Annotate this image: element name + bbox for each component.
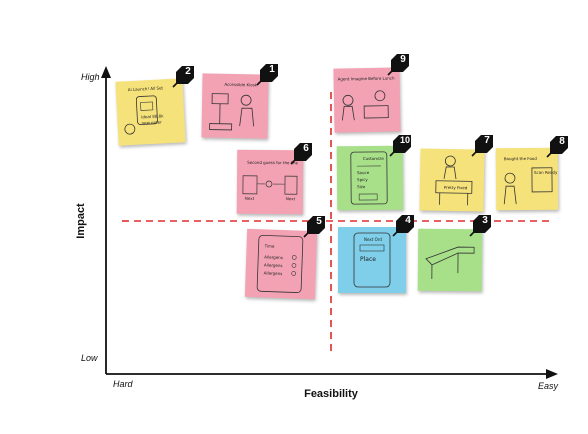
pin-marker-8: 8 [546, 134, 570, 158]
note-10-text-3: Size [357, 184, 366, 190]
sticky-note-5[interactable]: Time Allergens Allergens Allergens [244, 228, 318, 300]
pin-marker-6: 6 [290, 141, 314, 165]
pin-marker-4: 4 [392, 213, 416, 237]
pin-number-10: 10 [399, 135, 410, 145]
note-5-text-1: Allergens [264, 254, 283, 261]
y-axis-label: Impact [75, 203, 87, 239]
note-10-text-2: Spicy [356, 177, 368, 183]
x-easy-label: Easy [538, 381, 559, 391]
note-4-text-1: Place [360, 256, 376, 263]
pin-marker-10: 10 [389, 133, 413, 157]
sticky-note-6[interactable]: Second guess for the line Next Next [236, 149, 304, 215]
note-10-text-0: Customize [362, 155, 384, 162]
note-1-text-0: Accessible Kiosk [224, 81, 258, 88]
y-low-label: Low [81, 353, 98, 363]
note-9-text-0: Agent Imagine Before Lunch [337, 75, 395, 82]
pin-number-5: 5 [316, 216, 322, 227]
note-5-text-2: Allergens [263, 262, 283, 269]
sticky-note-9[interactable]: Agent Imagine Before Lunch [333, 67, 401, 133]
sticky-note-1[interactable]: Accessible Kiosk [201, 73, 269, 139]
pin-marker-5: 5 [303, 214, 327, 238]
sticky-note-7[interactable]: Pretty Fixed [419, 148, 485, 212]
note-5-text-0: Time [264, 243, 275, 249]
note-8-text-0: Bought the Food [503, 155, 537, 162]
pin-number-7: 7 [484, 135, 490, 146]
pin-number-9: 9 [400, 54, 406, 65]
note-6-text-2: Next [285, 196, 296, 202]
pin-number-4: 4 [405, 215, 411, 226]
note-4-text-0: Next Ord [364, 237, 382, 242]
note-10-text-1: Sauce [356, 170, 370, 176]
note-2-text-2: new order [141, 119, 162, 126]
note-8-text-1: Scan Ready [533, 169, 558, 175]
y-high-label: High [81, 72, 100, 82]
note-6-text-1: Next [244, 195, 255, 201]
sticky-note-3[interactable] [417, 228, 483, 292]
pin-number-1: 1 [269, 64, 275, 75]
sticky-note-10[interactable]: Customize Sauce Spicy Size [336, 145, 404, 211]
pin-number-2: 2 [185, 66, 191, 77]
x-axis-arrow [546, 369, 558, 379]
pin-number-8: 8 [559, 136, 565, 147]
pin-number-3: 3 [482, 215, 488, 226]
pin-number-6: 6 [303, 143, 309, 154]
pin-marker-3: 3 [469, 213, 493, 237]
note-7-text-0: Pretty Fixed [443, 184, 468, 191]
y-axis-arrow [101, 66, 111, 78]
sticky-note-8[interactable]: Bought the Food Scan Ready [495, 147, 559, 211]
pin-marker-1: 1 [256, 62, 280, 86]
pin-marker-2: 2 [172, 64, 196, 88]
note-5-text-3: Allergens [263, 270, 283, 277]
pin-marker-7: 7 [471, 133, 495, 157]
x-axis-label: Feasibility [304, 388, 359, 400]
sticky-note-2[interactable]: Ai Launch! All Set Ideal 88.8k new order [115, 78, 186, 146]
pin-marker-9: 9 [387, 52, 411, 76]
x-hard-label: Hard [113, 379, 134, 389]
sticky-note-4[interactable]: Next Ord Place [338, 227, 406, 293]
